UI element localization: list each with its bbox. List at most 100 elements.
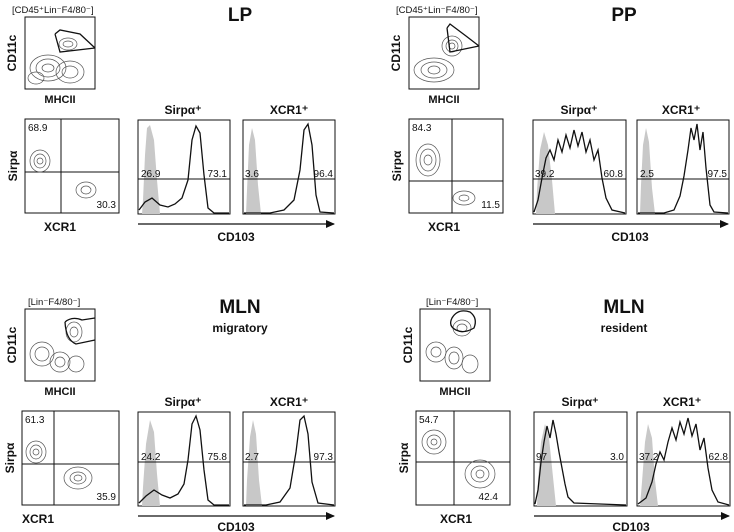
sample-line [244, 122, 335, 214]
dc-gating-plot: MHCII CD11c [401, 308, 491, 398]
quadrant-plot: 54.7 42.4 XCR1 Sirpα [397, 410, 511, 526]
dc-gating-contours [425, 319, 479, 374]
dc-gating-frame [24, 16, 96, 90]
histogram-sirpa: Sirpα⁺ 26.9 73.1 [137, 103, 231, 215]
quadrant-y-label: Sirpα [390, 150, 404, 181]
histogram-header: Sirpα⁺ [560, 103, 597, 117]
histogram-frame [242, 411, 336, 507]
isotype-fill [537, 424, 556, 506]
histogram-xcr1: XCR1⁺ 3.6 96.4 [242, 103, 336, 215]
panel-lp: [CD45⁺Lin⁻F4/80⁻] LP MHCII CD11c [5, 5, 336, 244]
sample-line [534, 419, 627, 506]
histogram-header: Sirpα⁺ [561, 395, 598, 409]
histogram-header: XCR1⁺ [270, 103, 308, 117]
dc-gating-contours [29, 321, 85, 373]
panel-pp: [CD45⁺Lin⁻F4/80⁻] PP MHCII CD11c 84.3 11… [389, 5, 730, 244]
gate-label: [CD45⁺Lin⁻F4/80⁻] [12, 5, 94, 16]
isotype-fill [536, 132, 555, 214]
panel-title: MLN [219, 297, 260, 318]
pct-right: 97.5 [708, 169, 728, 180]
histogram-header: XCR1⁺ [663, 395, 701, 409]
dc-gating-plot: MHCII CD11c [389, 16, 480, 106]
isotype-fill [640, 424, 658, 506]
quadrant-plot: 68.9 30.3 XCR1 Sirpα [6, 118, 120, 234]
panel-title: PP [611, 5, 637, 26]
pct-left: 97 [536, 452, 548, 463]
gate-label: [Lin⁻F4/80⁻] [426, 297, 478, 308]
dc-gating-contours [413, 35, 463, 83]
dc-y-label: CD11c [5, 326, 19, 363]
sample-line [138, 414, 229, 506]
histogram-x-label: CD103 [611, 230, 649, 244]
dc-x-label: MHCII [44, 386, 75, 398]
dc-y-label: CD11c [401, 326, 415, 363]
histogram-header: Sirpα⁺ [164, 395, 201, 409]
pct-left: 26.9 [141, 169, 161, 180]
histogram-xcr1: XCR1⁺ 2.5 97.5 [636, 103, 730, 215]
pct-left: 3.6 [245, 169, 259, 180]
pct-left: 2.7 [245, 452, 259, 463]
quadrant-contours [415, 143, 476, 206]
pct-right: 97.3 [314, 452, 334, 463]
sample-line [533, 129, 626, 214]
histogram-header: XCR1⁺ [662, 103, 700, 117]
histogram-frame [242, 119, 336, 215]
pct-left: 39.2 [535, 169, 555, 180]
quadrant-contours [29, 149, 97, 199]
dc-gating-plot: MHCII CD11c [5, 308, 96, 398]
histogram-frame [137, 119, 231, 215]
pct-right: 73.1 [208, 169, 228, 180]
dc-gate [446, 23, 480, 53]
pct-right: 60.8 [604, 169, 624, 180]
quadrant-plot: 61.3 35.9 XCR1 Sirpα [3, 410, 120, 526]
pct-upper-left: 84.3 [412, 123, 432, 134]
dc-y-label: CD11c [389, 34, 403, 71]
panel-mln-resident: [Lin⁻F4/80⁻] MLN resident MHCII CD11c 54 [397, 297, 731, 532]
histogram-x-label: CD103 [217, 520, 255, 532]
dc-x-label: MHCII [44, 94, 75, 106]
pct-upper-left: 68.9 [28, 123, 48, 134]
isotype-fill [246, 420, 262, 506]
histogram-frame [532, 119, 627, 215]
histogram-frame [533, 411, 628, 507]
dc-gating-frame [408, 16, 480, 90]
isotype-fill [640, 128, 655, 214]
histogram-sirpa: Sirpα⁺ 97 3.0 [533, 395, 628, 507]
quadrant-x-label: XCR1 [428, 220, 460, 234]
histogram-xcr1: XCR1⁺ 37.2 62.8 [636, 395, 731, 507]
pct-right: 3.0 [610, 452, 624, 463]
isotype-fill [142, 125, 160, 214]
histogram-header: XCR1⁺ [270, 395, 308, 409]
dc-gate [450, 310, 476, 333]
pct-upper-left: 54.7 [419, 415, 439, 426]
pct-left: 2.5 [640, 169, 654, 180]
gate-label: [Lin⁻F4/80⁻] [28, 297, 80, 308]
panel-title: MLN [603, 297, 644, 318]
pct-right: 75.8 [208, 452, 228, 463]
sample-line [138, 124, 229, 214]
quadrant-frame [415, 410, 511, 506]
quadrant-frame [24, 118, 120, 214]
pct-upper-left: 61.3 [25, 415, 45, 426]
dc-gate [54, 29, 96, 53]
isotype-fill [142, 420, 160, 506]
quadrant-contours [25, 440, 93, 490]
panel-title: LP [228, 5, 253, 26]
pct-lower-right: 11.5 [481, 200, 500, 211]
pct-left: 37.2 [639, 452, 659, 463]
histogram-frame [636, 411, 731, 507]
histogram-frame [137, 411, 231, 507]
quadrant-x-label: XCR1 [440, 512, 472, 526]
panel-subtitle: resident [601, 321, 648, 335]
dc-x-label: MHCII [439, 386, 470, 398]
histogram-x-label: CD103 [217, 230, 255, 244]
dc-gating-plot: MHCII CD11c [5, 16, 96, 106]
pct-left: 24.2 [141, 452, 161, 463]
histogram-header: Sirpα⁺ [164, 103, 201, 117]
histogram-sirpa: Sirpα⁺ 39.2 60.8 [532, 103, 627, 215]
quadrant-plot: 84.3 11.5 XCR1 Sirpα [390, 118, 504, 234]
sample-line [638, 123, 729, 214]
pct-lower-right: 42.4 [479, 492, 499, 503]
quadrant-y-label: Sirpα [6, 150, 20, 181]
